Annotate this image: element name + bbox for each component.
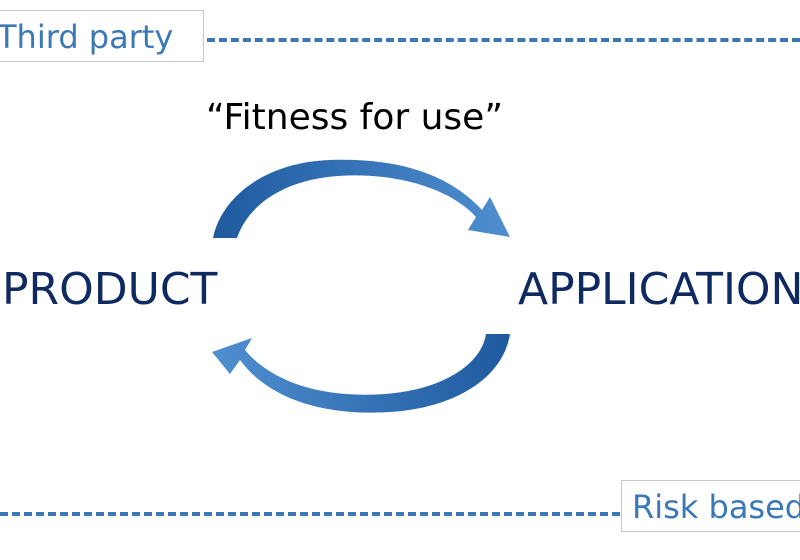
risk-based-text: Risk based — [632, 488, 800, 526]
third-party-text: Third party — [0, 18, 174, 56]
curved-arrow-right-icon — [213, 159, 510, 238]
risk-based-label: Risk based — [621, 480, 800, 532]
application-label: APPLICATION — [518, 264, 800, 315]
top-dashed-divider — [207, 38, 800, 42]
third-party-label: Third party — [0, 10, 204, 62]
fitness-for-use-label: “Fitness for use” — [206, 97, 503, 138]
product-label: PRODUCT — [2, 264, 218, 315]
curved-arrow-left-icon — [212, 334, 510, 413]
bottom-dashed-divider — [0, 512, 620, 516]
